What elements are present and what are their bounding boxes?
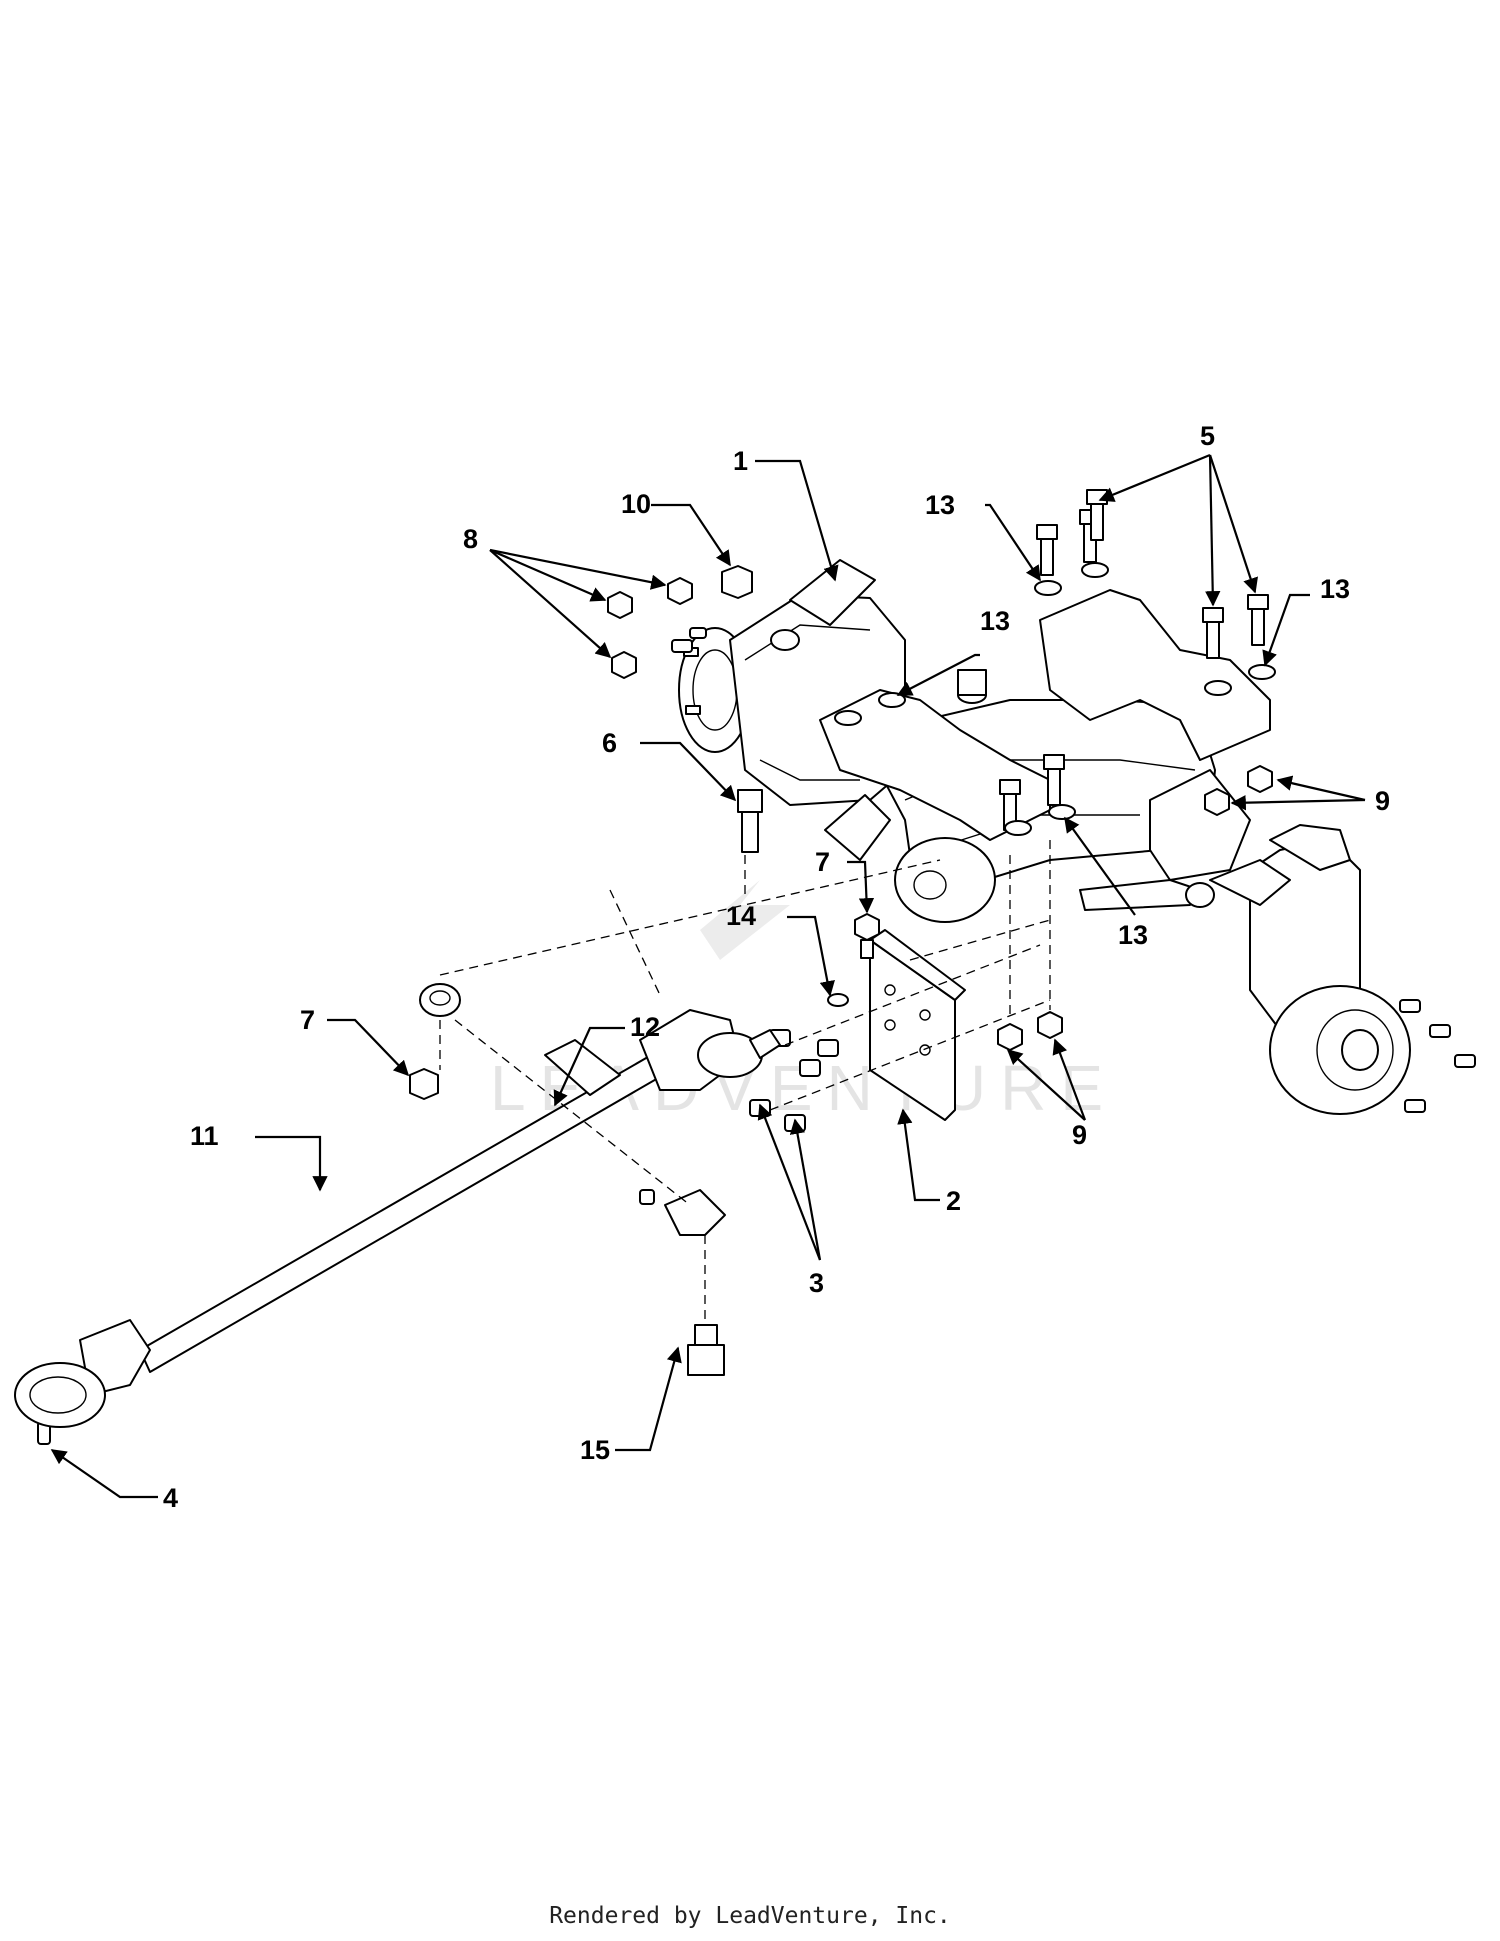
callout-15: 15 <box>580 1435 610 1465</box>
wheel-studs <box>1399 999 1476 1113</box>
drive-shaft <box>14 1009 781 1428</box>
callout-9-upper: 9 <box>1375 786 1390 816</box>
callouts: 1 2 3 4 5 6 7 7 8 9 9 10 11 12 13 13 13 … <box>163 421 1390 1513</box>
front-axle-assembly <box>671 559 1476 1115</box>
callout-13-lower: 13 <box>1118 920 1148 950</box>
callout-13-center: 13 <box>980 606 1010 636</box>
callout-11: 11 <box>190 1121 219 1151</box>
callout-5: 5 <box>1200 421 1215 451</box>
callout-4: 4 <box>163 1483 178 1513</box>
hidden-lines <box>439 840 1051 1320</box>
callout-7-left: 7 <box>300 1005 315 1035</box>
callout-13-right: 13 <box>1320 574 1350 604</box>
callout-7-upper: 7 <box>815 847 830 877</box>
callout-1: 1 <box>733 446 748 476</box>
callout-9-lower: 9 <box>1072 1120 1087 1150</box>
callout-12: 12 <box>630 1012 660 1042</box>
callout-10: 10 <box>621 489 651 519</box>
callout-13-upper-left: 13 <box>925 490 955 520</box>
callout-14: 14 <box>726 901 756 931</box>
footer-credit: Rendered by LeadVenture, Inc. <box>549 1903 951 1929</box>
leader-lines <box>50 453 1366 1499</box>
callout-3: 3 <box>809 1268 824 1298</box>
callout-2: 2 <box>946 1186 961 1216</box>
callout-6: 6 <box>602 728 617 758</box>
callout-8: 8 <box>463 524 478 554</box>
